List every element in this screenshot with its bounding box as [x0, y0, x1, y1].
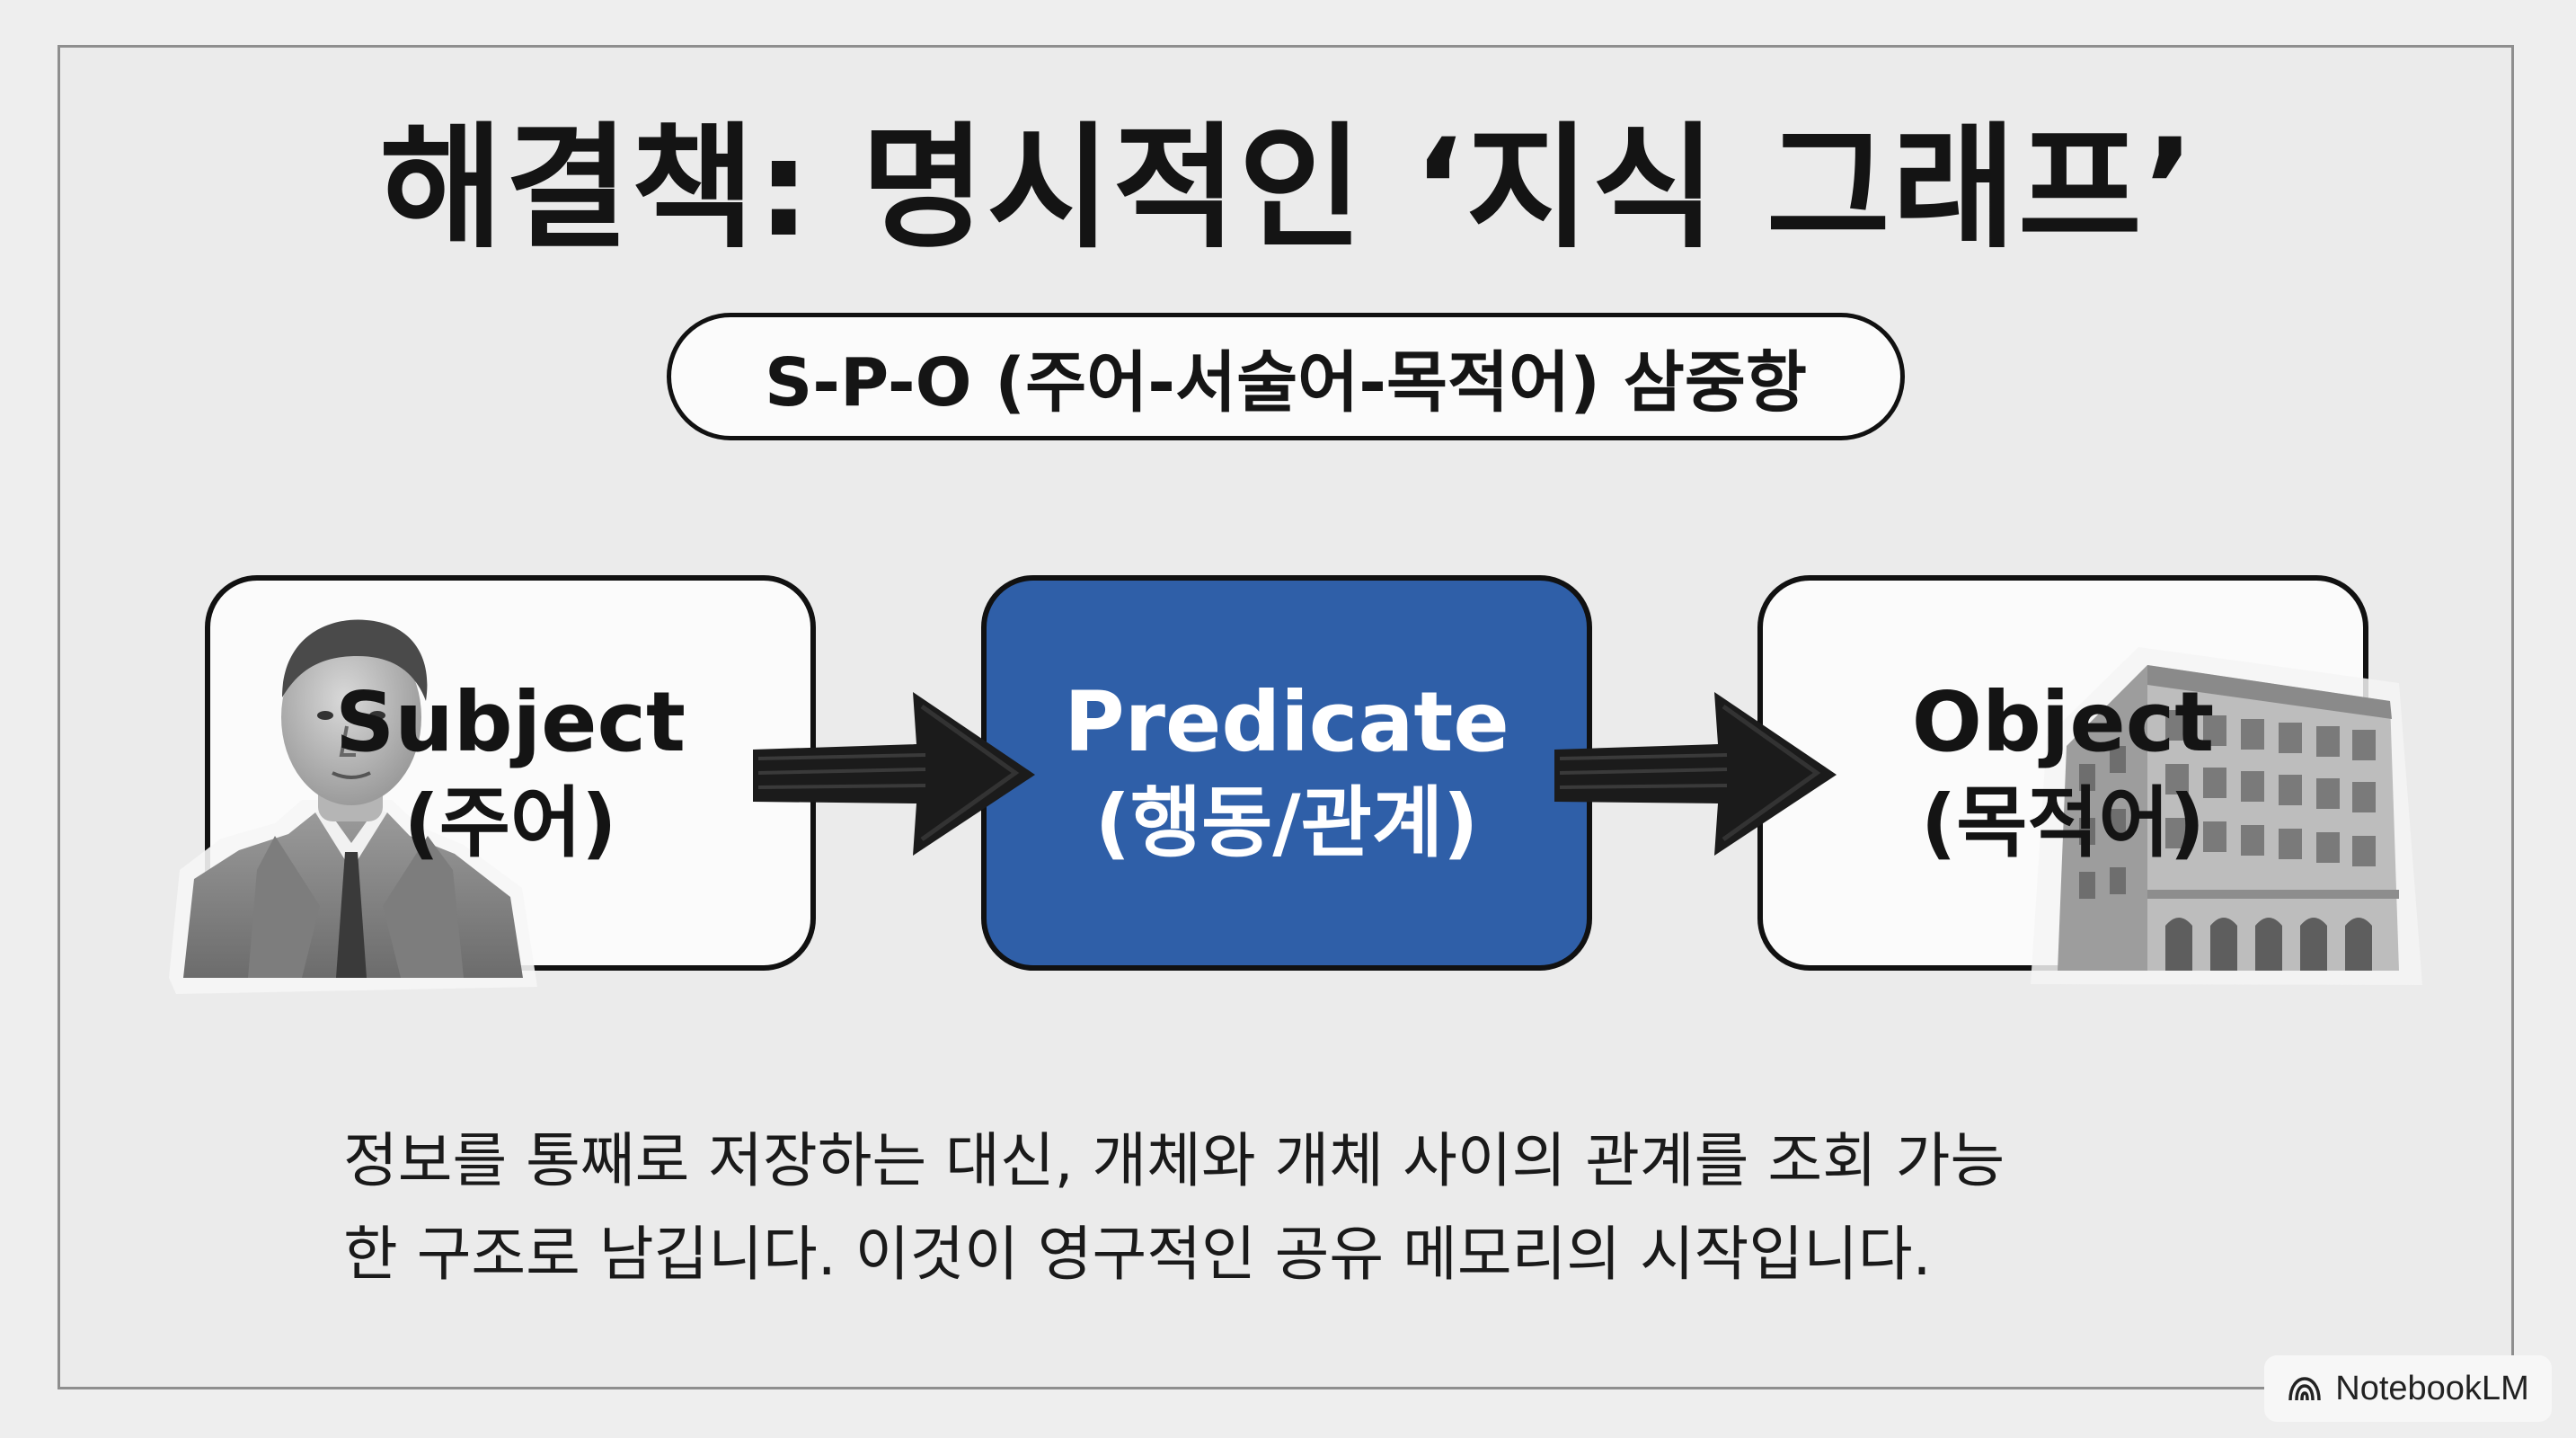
predicate-node: Predicate (행동/관계) — [981, 575, 1592, 971]
description-line-1: 정보를 통째로 저장하는 대신, 개체와 개체 사이의 관계를 조회 가능 — [343, 1126, 2005, 1195]
object-node: Object (목적어) — [1757, 575, 2368, 971]
badge-label: NotebookLM — [2335, 1369, 2529, 1407]
subtitle-pill: S-P-O (주어-서술어-목적어) 삼중항 — [667, 313, 1905, 440]
building-photo-icon — [2031, 647, 2422, 985]
person-photo-icon — [169, 619, 537, 994]
description: 정보를 통째로 저장하는 대신, 개체와 개체 사이의 관계를 조회 가능 한 … — [343, 1114, 2275, 1301]
subject-label-ko: (주어) — [403, 778, 617, 868]
slide-title: 해결책: 명시적인 ‘지식 그래프’ — [379, 111, 2197, 267]
object-label-ko: (목적어) — [1921, 778, 2205, 868]
arrow-predicate-to-object — [1554, 692, 1837, 856]
object-label: Object — [1911, 674, 2215, 770]
subject-node: Subject (주어) — [205, 575, 816, 971]
subject-label: Subject — [334, 674, 686, 770]
description-line-2: 한 구조로 남깁니다. 이것이 영구적인 공유 메모리의 시작입니다. — [343, 1220, 1932, 1289]
subtitle-text: S-P-O (주어-서술어-목적어) 삼중항 — [764, 343, 1808, 422]
predicate-label-ko: (행동/관계) — [1094, 778, 1479, 868]
arrow-subject-to-predicate — [753, 692, 1035, 856]
predicate-label: Predicate — [1064, 674, 1509, 770]
notebooklm-logo-icon — [2288, 1377, 2322, 1401]
notebooklm-badge: NotebookLM — [2264, 1355, 2552, 1422]
